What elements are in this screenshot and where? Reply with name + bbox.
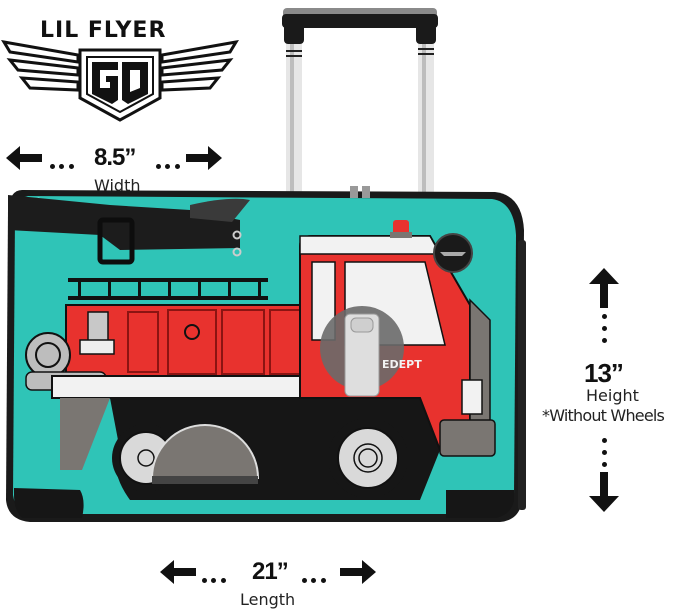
arrow-right-icon [186, 146, 222, 170]
brand-name: LIL FLYER [40, 18, 167, 43]
dotted-line-left [50, 156, 74, 174]
height-label: Height [586, 386, 639, 405]
length-dimension: 21” Length [160, 556, 380, 614]
arrow-up-icon [589, 268, 619, 308]
height-note: *Without Wheels [542, 406, 665, 425]
height-value: 13” [584, 358, 624, 388]
height-dimension: 13” Height *Without Wheels [530, 262, 679, 520]
dotted-line-top [602, 314, 608, 343]
arrow-left-icon [6, 146, 42, 170]
telescoping-handle [282, 8, 438, 192]
wings-shield-icon [1, 39, 239, 122]
arrow-down-icon [589, 472, 619, 512]
length-label: Length [240, 590, 296, 609]
width-label: Width [94, 176, 141, 195]
dotted-line-bottom [602, 438, 608, 467]
width-value: 8.5” [94, 144, 136, 171]
width-dimension: 8.5” Width [6, 140, 226, 196]
dotted-line-right [302, 570, 326, 588]
brand-logo: LIL FLYER [0, 0, 240, 130]
arrow-right-icon [340, 560, 376, 584]
length-value: 21” [252, 558, 289, 585]
decal-text: EDEPT [382, 358, 422, 371]
dotted-line-left [202, 570, 226, 588]
dotted-line-right [156, 156, 180, 174]
arrow-left-icon [160, 560, 196, 584]
